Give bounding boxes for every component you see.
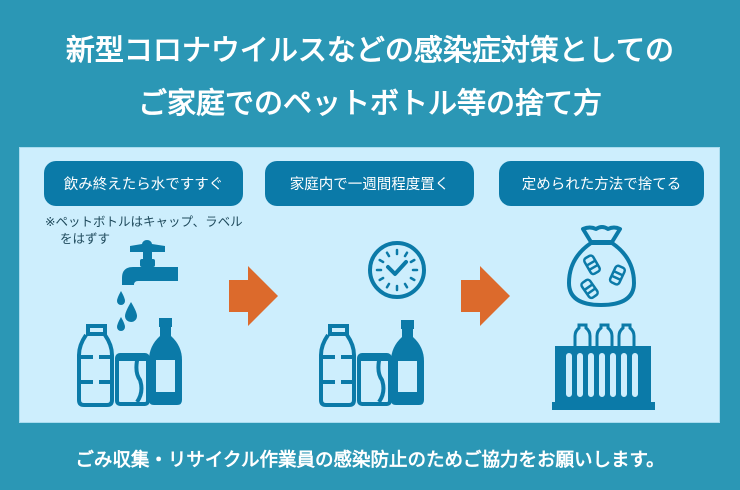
step-3-label: 定められた方法で捨てる	[499, 161, 704, 206]
title-line-1: 新型コロナウイルスなどの感染症対策としての	[65, 33, 675, 67]
water-drops-icon	[117, 291, 137, 331]
arrow-right-icon	[229, 266, 278, 326]
step-1-note-line-2: をはずす	[60, 231, 111, 246]
title-line-2: ご家庭でのペットボトル等の捨て方	[137, 86, 602, 120]
step-2-label: 家庭内で一週間程度置く	[265, 161, 474, 206]
arrow-right-icon	[461, 266, 510, 326]
step-1-note-line-1: ※ペットボトルはキャップ、ラベル	[45, 214, 243, 229]
footer-message: ごみ収集・リサイクル作業員の感染防止のためご協力をお願いします。	[75, 450, 665, 471]
step-1-label: 飲み終えたら水ですすぐ	[44, 161, 243, 206]
